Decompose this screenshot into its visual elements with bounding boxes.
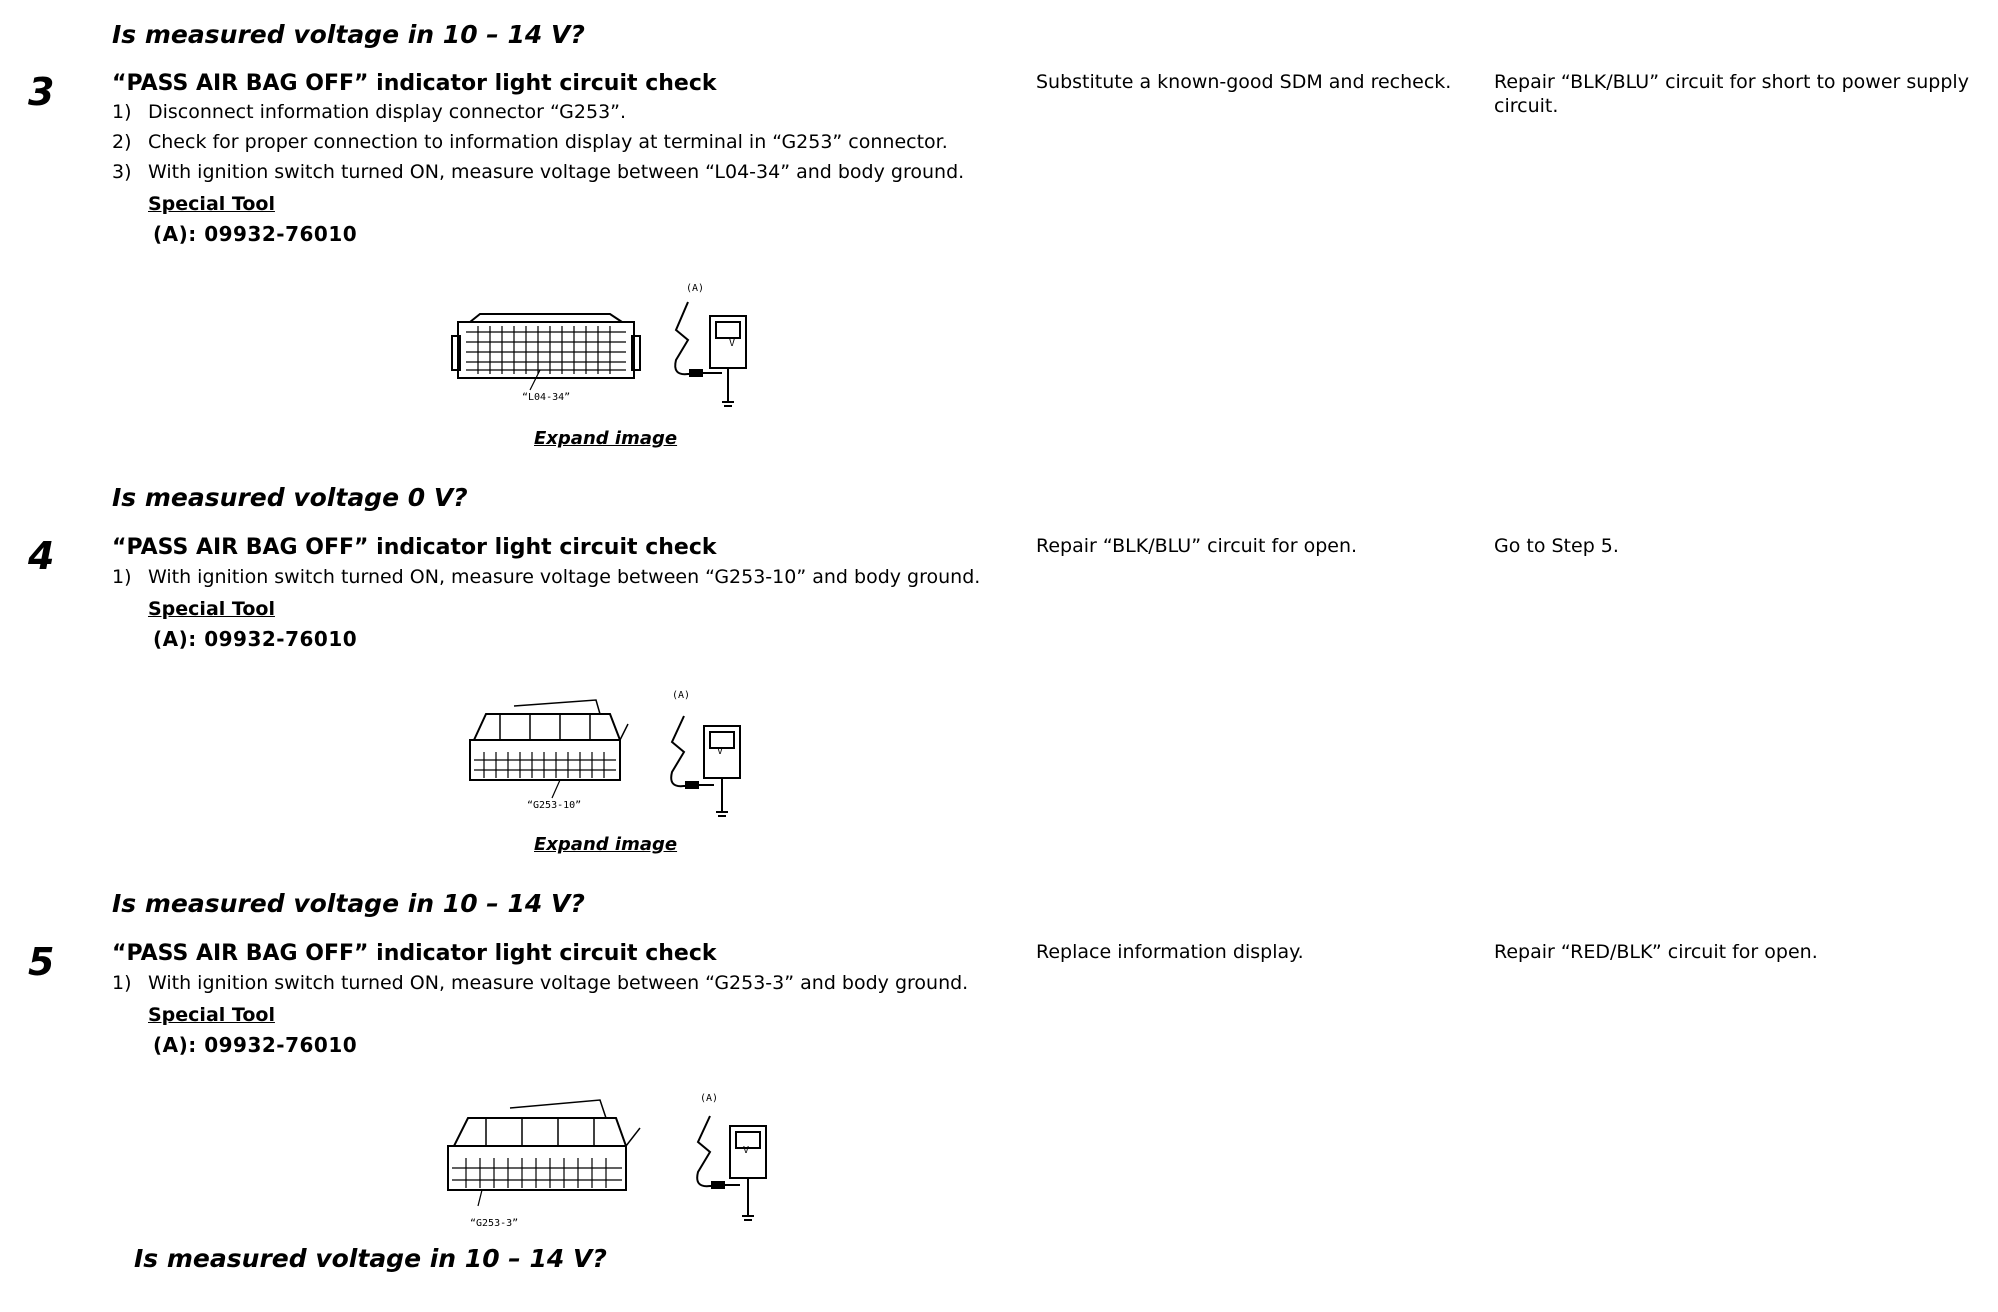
step-3-instruction-3: 3)With ignition switch turned ON, measur… — [112, 161, 965, 183]
step-5-connector-diagram — [447, 1099, 767, 1221]
step-number-5: 5 — [28, 940, 55, 984]
step-4-terminal-callout: “G253-10” — [527, 800, 582, 811]
step-4-instruction-1: 1)With ignition switch turned ON, measur… — [112, 566, 981, 588]
step-4-yes-action: Repair “BLK/BLU” circuit for open. — [1036, 535, 1358, 557]
step-3-question: Is measured voltage 0 V? — [112, 483, 468, 512]
step-3-special-tool-link[interactable]: Special Tool — [148, 193, 275, 215]
step-3-instruction-1: 1)Disconnect information display connect… — [112, 101, 627, 123]
question-previous-step: Is measured voltage in 10 – 14 V? — [112, 20, 585, 49]
step-3-instruction-2: 2)Check for proper connection to informa… — [112, 131, 948, 153]
step-4-title: “PASS AIR BAG OFF” indicator light circu… — [112, 535, 717, 560]
step-3-meter-label: V — [729, 338, 736, 349]
step-4-special-tool-link[interactable]: Special Tool — [148, 598, 275, 620]
step-5-special-tool-link[interactable]: Special Tool — [148, 1004, 275, 1026]
step-number-3: 3 — [28, 70, 55, 114]
step-3-tool-callout: (A) — [686, 283, 705, 294]
step-4-meter-label: V — [717, 746, 724, 757]
step-3-terminal-callout: “L04-34” — [522, 392, 571, 403]
step-3-expand-image-link[interactable]: Expand image — [534, 428, 678, 449]
step-3-tool-code: (A): 09932-76010 — [153, 222, 358, 246]
step-3-connector-diagram — [451, 301, 747, 407]
step-5-no-action: Repair “RED/BLK” circuit for open. — [1494, 941, 1818, 963]
step-4-expand-image-link[interactable]: Expand image — [534, 834, 678, 855]
step-3-title: “PASS AIR BAG OFF” indicator light circu… — [112, 71, 717, 96]
step-5-terminal-callout: “G253-3” — [470, 1218, 519, 1229]
step-3-yes-action: Substitute a known-good SDM and recheck. — [1036, 71, 1452, 93]
step-4-no-action: Go to Step 5. — [1494, 535, 1619, 557]
step-4-question: Is measured voltage in 10 – 14 V? — [112, 889, 585, 918]
step-4-tool-code: (A): 09932-76010 — [153, 627, 358, 651]
step-3-no-action: Repair “BLK/BLU” circuit for short to po… — [1494, 71, 1969, 117]
step-5-tool-code: (A): 09932-76010 — [153, 1033, 358, 1057]
step-4-tool-callout: (A) — [672, 690, 691, 701]
step-4-connector-diagram — [469, 699, 741, 817]
step-number-4: 4 — [28, 534, 55, 578]
step-5-tool-callout: (A) — [700, 1093, 719, 1104]
step-5-question: Is measured voltage in 10 – 14 V? — [134, 1244, 607, 1273]
step-5-meter-label: V — [743, 1145, 750, 1156]
step-5-instruction-1: 1)With ignition switch turned ON, measur… — [112, 972, 969, 994]
step-5-title: “PASS AIR BAG OFF” indicator light circu… — [112, 941, 717, 966]
step-5-yes-action: Replace information display. — [1036, 941, 1304, 963]
